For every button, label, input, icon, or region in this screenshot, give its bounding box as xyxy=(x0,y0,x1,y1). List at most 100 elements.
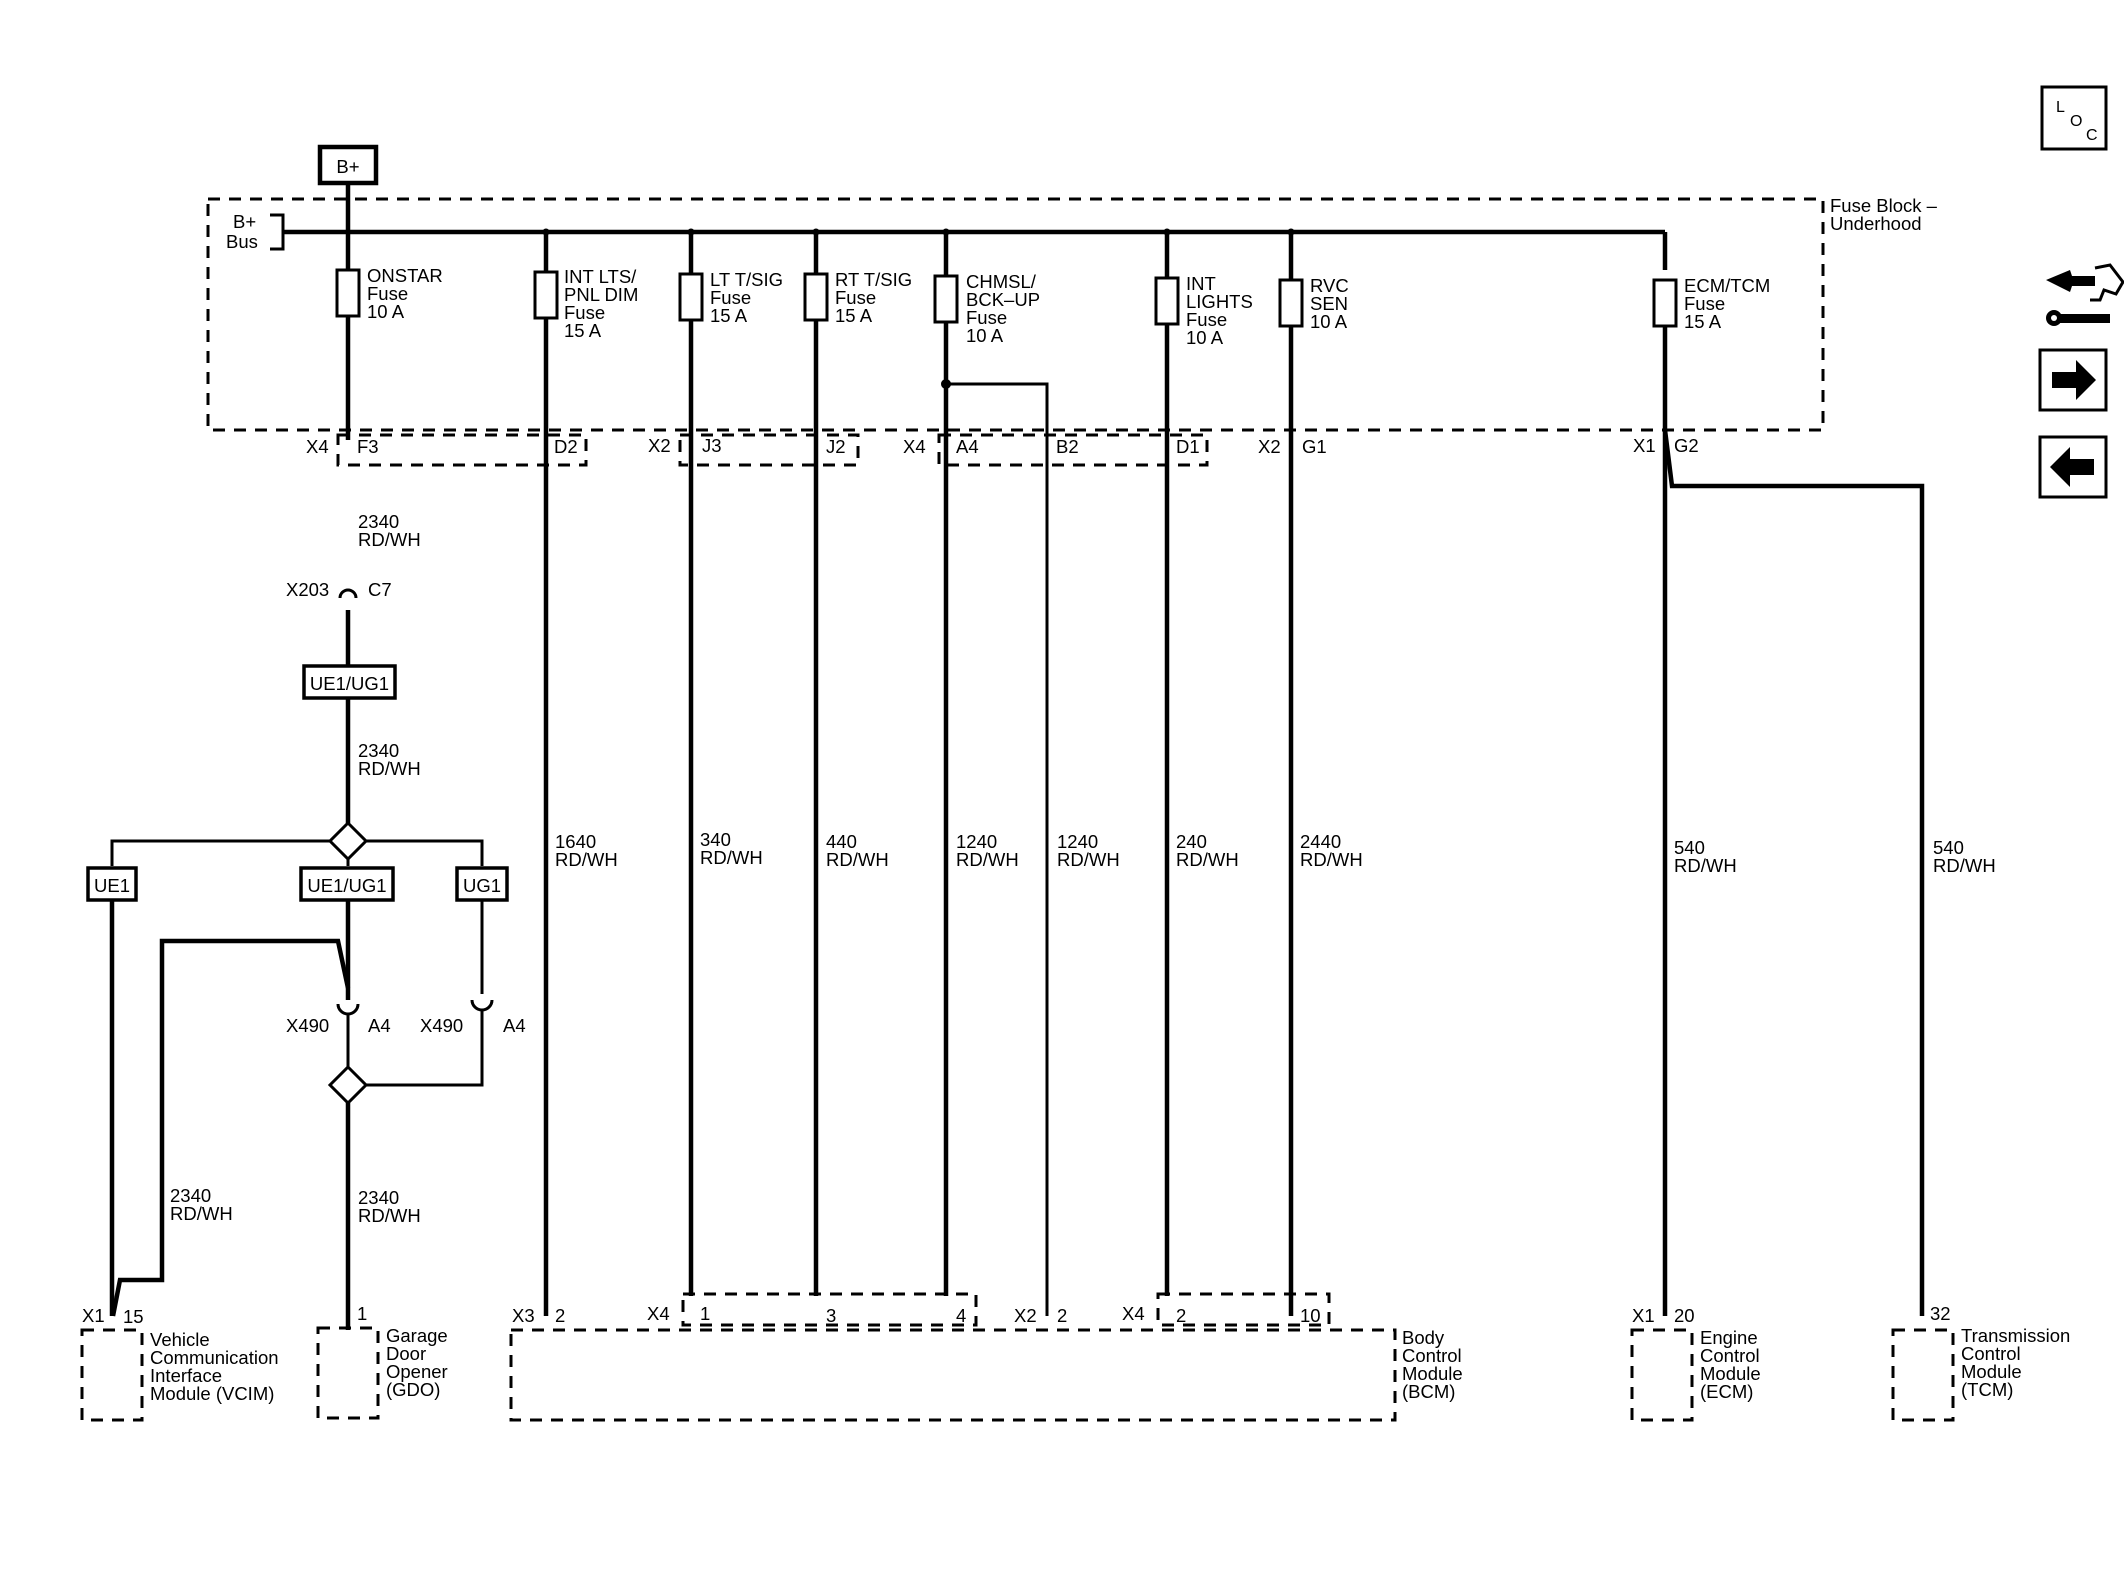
next-page-button[interactable] xyxy=(2038,348,2108,412)
svg-text:15 A: 15 A xyxy=(710,305,748,326)
svg-text:2: 2 xyxy=(555,1305,565,1326)
svg-text:2: 2 xyxy=(1057,1305,1067,1326)
fuse-chmsl-bck-up: CHMSL/ BCK–UP Fuse 10 A xyxy=(933,232,1040,346)
svg-text:Fuse: Fuse xyxy=(1684,293,1725,314)
svg-text:Control: Control xyxy=(1700,1345,1760,1366)
svg-text:1240: 1240 xyxy=(1057,831,1098,852)
svg-text:10 A: 10 A xyxy=(1186,327,1224,348)
svg-text:RD/WH: RD/WH xyxy=(826,849,889,870)
svg-text:Engine: Engine xyxy=(1700,1327,1758,1348)
svg-text:X1: X1 xyxy=(82,1305,105,1326)
svg-text:D1: D1 xyxy=(1176,436,1200,457)
svg-text:(TCM): (TCM) xyxy=(1961,1379,2013,1400)
svg-text:3: 3 xyxy=(826,1305,836,1326)
svg-text:15 A: 15 A xyxy=(564,320,602,341)
previous-page-button[interactable] xyxy=(2038,435,2108,499)
fuse-ecm-tcm: ECM/TCM Fuse 15 A xyxy=(1652,275,1770,332)
svg-text:Fuse: Fuse xyxy=(710,287,751,308)
svg-text:X203: X203 xyxy=(286,579,329,600)
svg-text:J3: J3 xyxy=(702,435,722,456)
svg-text:RD/WH: RD/WH xyxy=(1674,855,1737,876)
svg-text:Module: Module xyxy=(1700,1363,1761,1384)
svg-text:ECM/TCM: ECM/TCM xyxy=(1684,275,1770,296)
fuse-block-label-2: Underhood xyxy=(1830,213,1922,234)
svg-text:X4: X4 xyxy=(1122,1303,1145,1324)
svg-text:Communication: Communication xyxy=(150,1347,279,1368)
svg-text:1: 1 xyxy=(700,1303,710,1324)
svg-text:X4: X4 xyxy=(306,436,329,457)
svg-text:2340: 2340 xyxy=(170,1185,211,1206)
svg-text:CHMSL/: CHMSL/ xyxy=(966,271,1037,292)
svg-text:O: O xyxy=(2070,113,2082,130)
svg-text:Door: Door xyxy=(386,1343,426,1364)
svg-text:20: 20 xyxy=(1674,1305,1695,1326)
svg-text:15 A: 15 A xyxy=(835,305,873,326)
svg-text:A4: A4 xyxy=(956,436,979,457)
fuse-block-outline xyxy=(206,197,1825,432)
svg-text:Control: Control xyxy=(1961,1343,2021,1364)
splice-diamond-bottom xyxy=(327,1064,369,1106)
svg-text:340: 340 xyxy=(700,829,731,850)
svg-text:X2: X2 xyxy=(648,435,671,456)
svg-text:LT T/SIG: LT T/SIG xyxy=(710,269,783,290)
svg-text:UE1/UG1: UE1/UG1 xyxy=(310,673,389,694)
svg-text:Fuse: Fuse xyxy=(966,307,1007,328)
svg-text:10 A: 10 A xyxy=(1310,311,1348,332)
svg-text:UE1: UE1 xyxy=(94,875,130,896)
svg-text:2340: 2340 xyxy=(358,740,399,761)
svg-text:X490: X490 xyxy=(286,1015,329,1036)
b-plus-source-box xyxy=(317,144,379,186)
svg-text:RD/WH: RD/WH xyxy=(1300,849,1363,870)
wrench-connector-icon[interactable] xyxy=(2046,263,2124,326)
svg-text:Body: Body xyxy=(1402,1327,1445,1348)
svg-text:X4: X4 xyxy=(903,436,926,457)
svg-text:X2: X2 xyxy=(1014,1305,1037,1326)
svg-text:X490: X490 xyxy=(420,1015,463,1036)
svg-text:2340: 2340 xyxy=(358,1187,399,1208)
svg-text:RVC: RVC xyxy=(1310,275,1349,296)
fuse-int-lts-pnl-dim: INT LTS/ PNL DIM Fuse 15 A xyxy=(533,232,638,341)
svg-text:15 A: 15 A xyxy=(1684,311,1722,332)
svg-text:240: 240 xyxy=(1176,831,1207,852)
svg-text:Control: Control xyxy=(1402,1345,1462,1366)
svg-text:2340: 2340 xyxy=(358,511,399,532)
svg-text:10 A: 10 A xyxy=(966,325,1004,346)
svg-text:RD/WH: RD/WH xyxy=(170,1203,233,1224)
svg-text:4: 4 xyxy=(956,1305,966,1326)
svg-text:SEN: SEN xyxy=(1310,293,1348,314)
svg-text:RD/WH: RD/WH xyxy=(956,849,1019,870)
svg-text:Vehicle: Vehicle xyxy=(150,1329,210,1350)
bus-label: B+ xyxy=(233,211,256,232)
svg-text:1: 1 xyxy=(357,1303,367,1324)
svg-text:RD/WH: RD/WH xyxy=(700,847,763,868)
svg-text:L: L xyxy=(2056,99,2065,116)
module-pin-labels: X1 15 1 X3 2 X4 1 3 4 X2 2 X4 2 10 X1 20… xyxy=(82,1303,1951,1327)
svg-text:J2: J2 xyxy=(826,436,846,457)
svg-text:Garage: Garage xyxy=(386,1325,448,1346)
svg-text:Module (VCIM): Module (VCIM) xyxy=(150,1383,274,1404)
svg-text:Opener: Opener xyxy=(386,1361,448,1382)
svg-text:32: 32 xyxy=(1930,1303,1951,1324)
svg-text:2440: 2440 xyxy=(1300,831,1341,852)
x203-inline-connector: X203 C7 xyxy=(286,579,392,665)
splice-diamond-top xyxy=(327,820,369,862)
svg-text:(BCM): (BCM) xyxy=(1402,1381,1455,1402)
svg-text:A4: A4 xyxy=(503,1015,526,1036)
fuse-rt-t-sig: RT T/SIG Fuse 15 A xyxy=(803,232,912,326)
svg-text:PNL DIM: PNL DIM xyxy=(564,284,638,305)
svg-text:LIGHTS: LIGHTS xyxy=(1186,291,1253,312)
svg-text:Fuse: Fuse xyxy=(367,283,408,304)
svg-text:Fuse: Fuse xyxy=(1186,309,1227,330)
svg-text:X1: X1 xyxy=(1632,1305,1655,1326)
module-gdo: Garage Door Opener (GDO) xyxy=(316,1325,448,1420)
svg-text:C: C xyxy=(2086,127,2098,144)
svg-text:BCK–UP: BCK–UP xyxy=(966,289,1040,310)
svg-text:1640: 1640 xyxy=(555,831,596,852)
x490-inline-connectors: X490 A4 X490 A4 xyxy=(286,1015,526,1036)
svg-text:(ECM): (ECM) xyxy=(1700,1381,1753,1402)
svg-text:440: 440 xyxy=(826,831,857,852)
svg-text:RT T/SIG: RT T/SIG xyxy=(835,269,912,290)
svg-text:RD/WH: RD/WH xyxy=(555,849,618,870)
loc-button[interactable]: L O C xyxy=(2040,85,2108,151)
